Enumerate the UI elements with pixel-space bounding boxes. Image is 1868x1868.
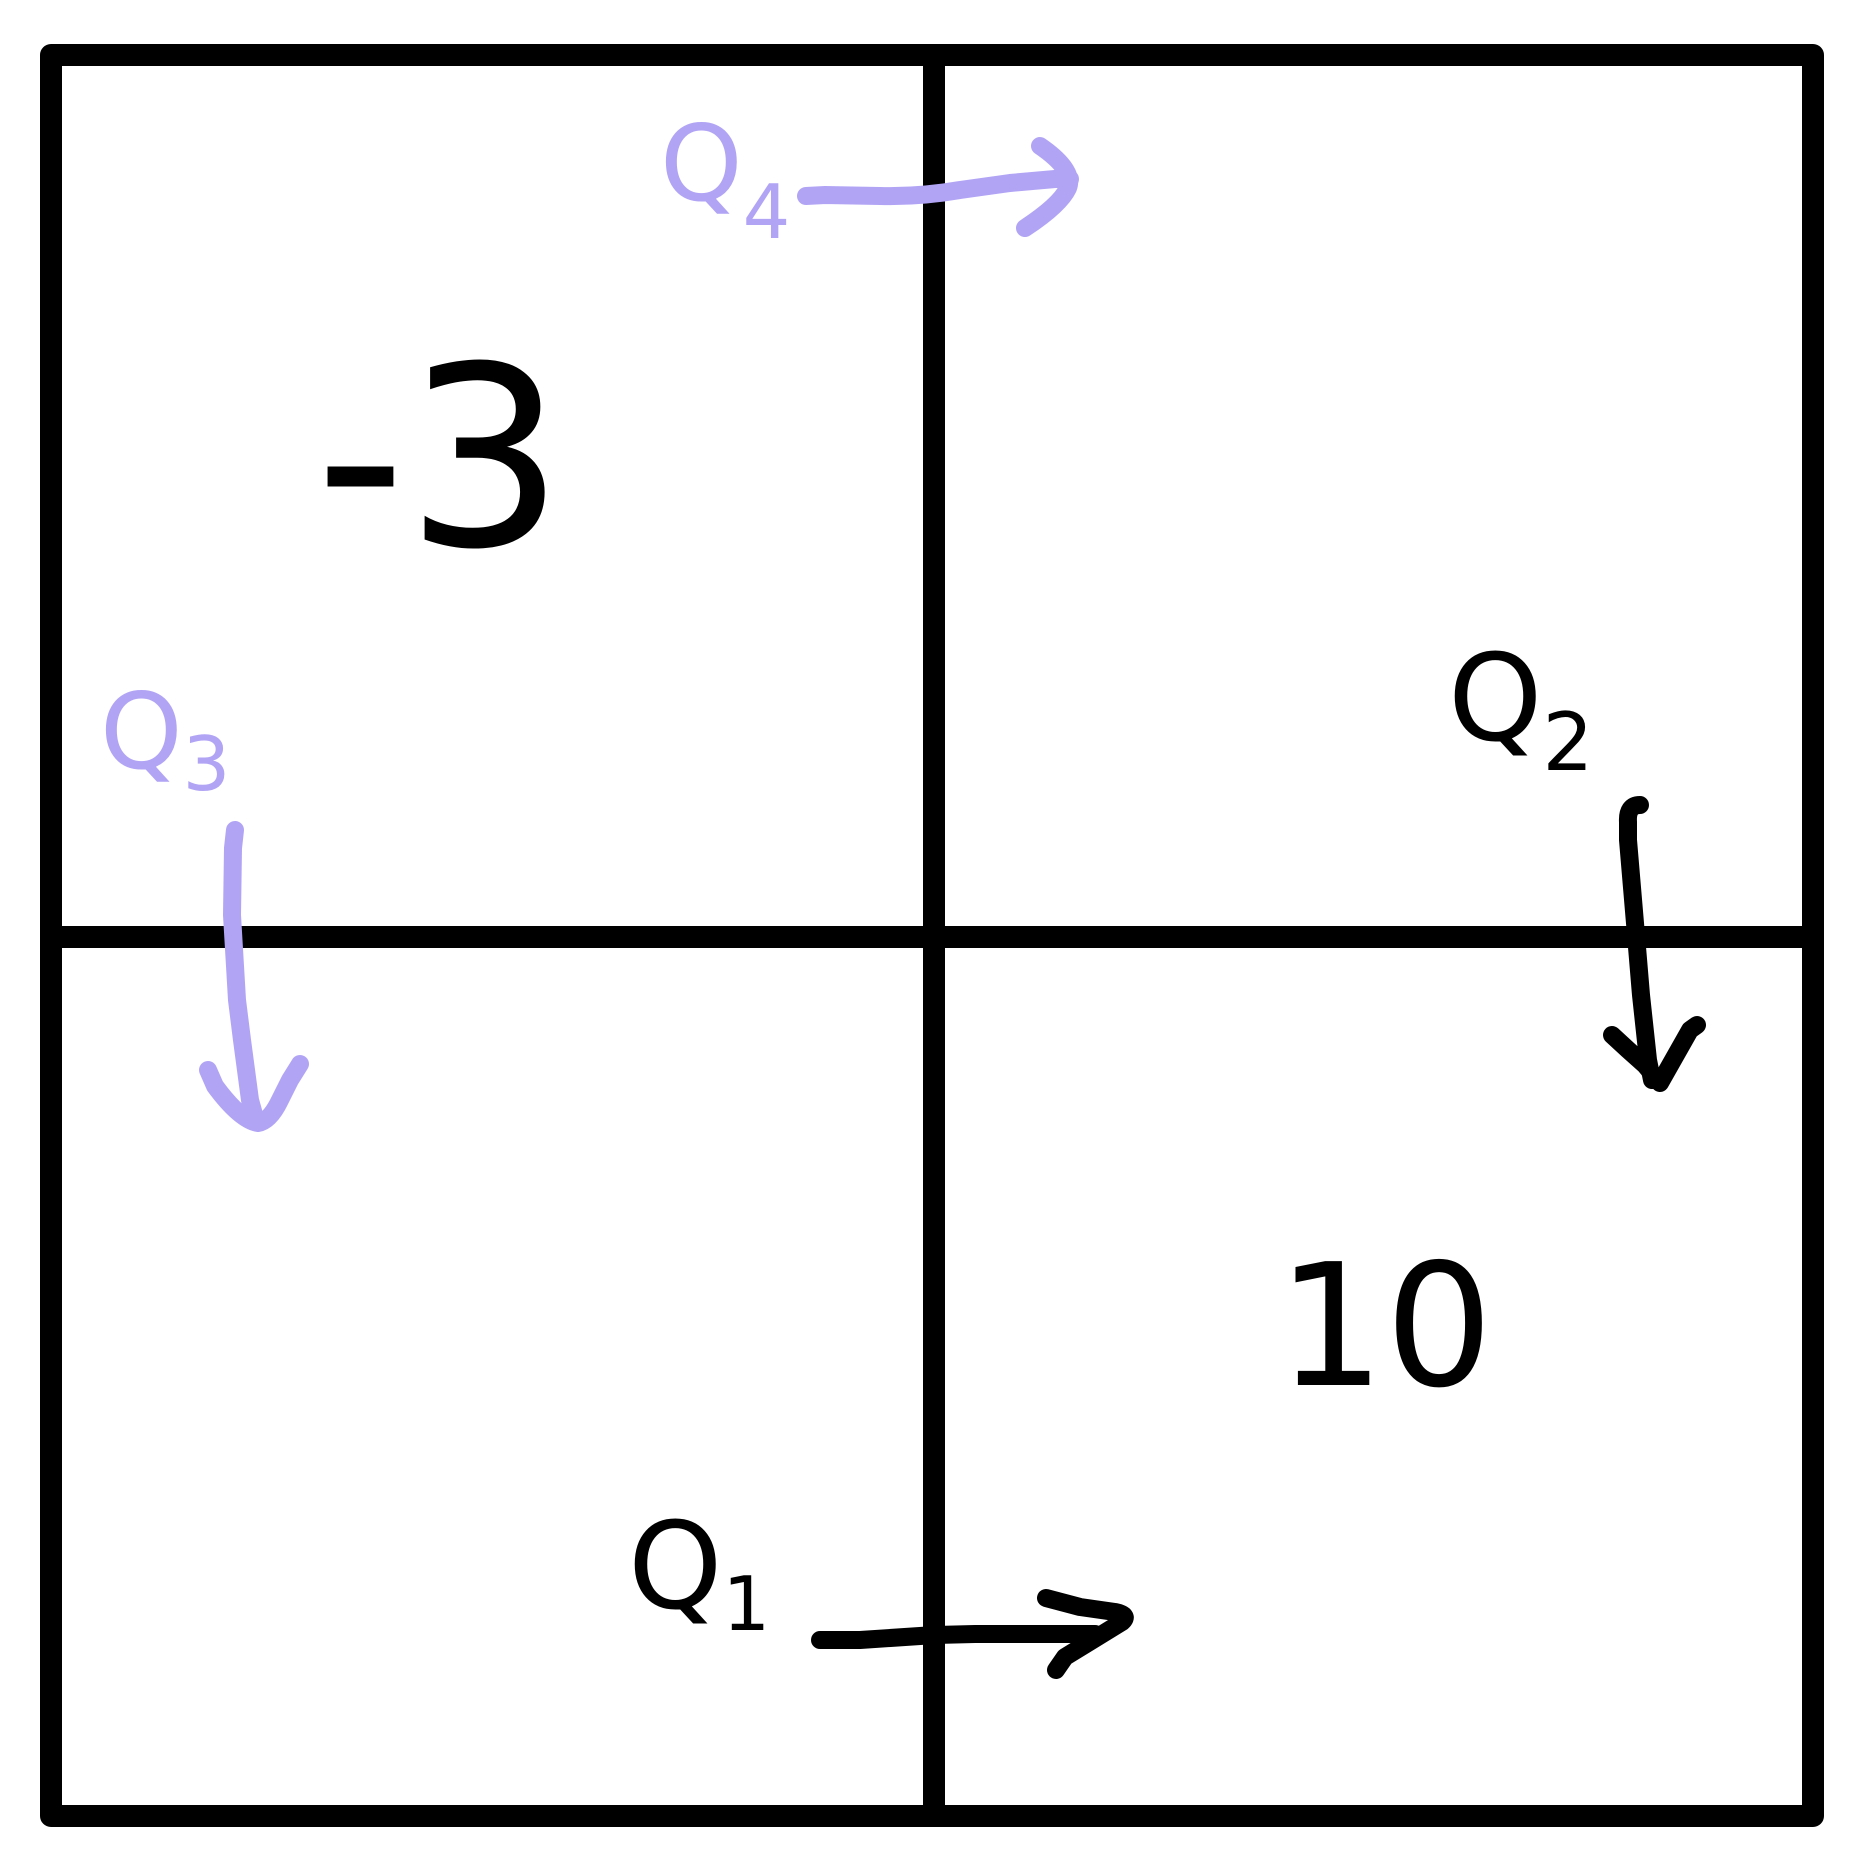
q2-subscript: 2 xyxy=(1542,696,1593,789)
q3-arrow xyxy=(199,821,309,1132)
q4-arrow-shaft xyxy=(797,170,1079,206)
q4-arrow-head xyxy=(1016,137,1079,237)
q2-arrow-shaft xyxy=(1618,796,1661,1089)
q1-arrow-shaft xyxy=(811,1625,1104,1649)
q3-subscript: 3 xyxy=(183,720,231,808)
q3-letter: Q xyxy=(100,671,183,793)
top-left-value: -3 xyxy=(315,313,564,604)
q4-letter: Q xyxy=(660,103,743,225)
q4-arrow xyxy=(797,137,1079,237)
q2-arrow xyxy=(1603,796,1706,1092)
q2-arrow-head xyxy=(1603,1016,1706,1092)
q4-subscript: 4 xyxy=(743,168,791,256)
grid xyxy=(40,44,1824,1827)
q3-arrow-shaft xyxy=(223,821,264,1127)
q1-subscript: 1 xyxy=(722,1560,770,1648)
q4-label: Q4 xyxy=(660,103,790,256)
q2-label: Q2 xyxy=(1448,630,1593,789)
q2-letter: Q xyxy=(1448,630,1542,769)
q3-arrow-head xyxy=(199,1055,309,1132)
bottom-right-value: 10 xyxy=(1277,1228,1493,1426)
q1-arrow-head xyxy=(1037,1589,1134,1679)
q1-arrow xyxy=(811,1589,1134,1679)
q1-label: Q1 xyxy=(628,1498,770,1648)
q1-letter: Q xyxy=(628,1498,722,1637)
q3-label: Q3 xyxy=(100,671,230,808)
